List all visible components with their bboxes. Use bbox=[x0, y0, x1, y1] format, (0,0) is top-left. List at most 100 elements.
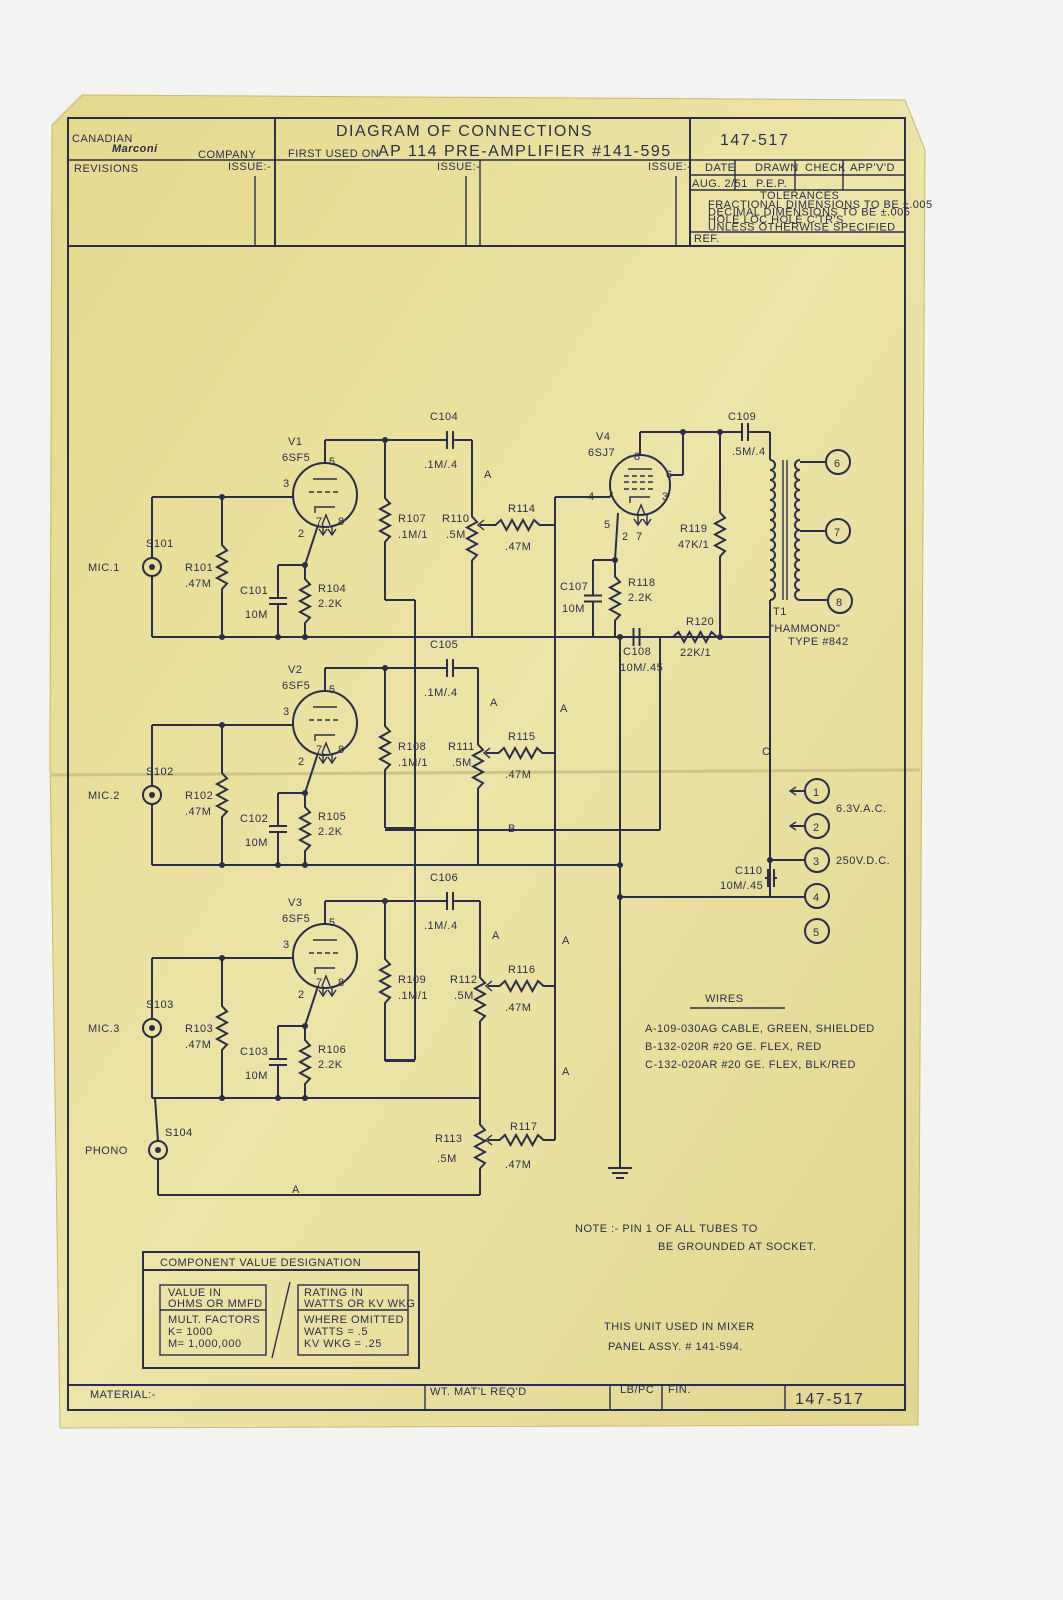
fold-crease bbox=[49, 768, 921, 777]
volume-potentiometer bbox=[472, 901, 488, 1098]
tolerance-line: UNLESS OTHERWISE SPECIFIED bbox=[708, 222, 896, 234]
paper-sheet bbox=[49, 94, 926, 1429]
issue-label: ISSUE:- bbox=[228, 161, 271, 173]
phono-mixing-resistor bbox=[488, 1132, 555, 1148]
tube-type: 6SF5 bbox=[282, 913, 310, 925]
tube-type: 6SF5 bbox=[282, 452, 310, 464]
input-label: MIC.1 bbox=[88, 562, 120, 574]
mixing-resistor bbox=[480, 517, 555, 533]
cathode-resistor bbox=[297, 793, 313, 865]
component-value: 10M bbox=[562, 603, 585, 615]
tolerances-label: TOLERANCES bbox=[760, 190, 839, 202]
value-box-title: COMPONENT VALUE DESIGNATION bbox=[160, 1257, 361, 1269]
wire-mark-a: A bbox=[484, 469, 492, 481]
lb-pc-label: LB/PC bbox=[620, 1384, 654, 1396]
plate-resistor bbox=[377, 901, 393, 1061]
tolerance-line: FRACTIONAL DIMENSIONS TO BE ±.005 bbox=[708, 199, 933, 211]
socket-label: S103 bbox=[146, 999, 174, 1011]
component-ref: C106 bbox=[430, 872, 458, 884]
value-box-text: VALUE IN bbox=[168, 1287, 221, 1299]
terminal-3-label: 3 bbox=[813, 856, 820, 868]
company-logo: Marconi bbox=[112, 143, 158, 155]
finish-label: FIN. bbox=[668, 1384, 691, 1396]
component-value: .5M/.4 bbox=[732, 446, 766, 458]
input-jack-center bbox=[149, 792, 155, 798]
wire-legend-item: B-132-020R #20 GE. FLEX, RED bbox=[645, 1041, 822, 1053]
component-value: .5M bbox=[452, 757, 472, 769]
material-label: MATERIAL:- bbox=[90, 1389, 156, 1401]
component-ref: C101 bbox=[240, 585, 268, 597]
wire-legend-item: C-132-020AR #20 GE. FLEX, BLK/RED bbox=[645, 1059, 856, 1071]
component-value: .47M bbox=[505, 1002, 531, 1014]
terminal-8-label: 8 bbox=[836, 597, 843, 609]
component-ref: C110 bbox=[735, 865, 762, 877]
wire-mark-a: A bbox=[562, 1066, 570, 1078]
check-label: CHECK bbox=[805, 162, 846, 174]
component-value: .5M bbox=[437, 1153, 457, 1165]
wires-title: WIRES bbox=[705, 993, 744, 1005]
input-label: MIC.3 bbox=[88, 1023, 120, 1035]
company-suffix: COMPANY bbox=[198, 149, 256, 161]
drawing-number: 147-517 bbox=[720, 132, 789, 149]
terminal-5-label: 5 bbox=[813, 927, 820, 939]
pin-label: 7 bbox=[316, 516, 323, 528]
component-ref: R120 bbox=[686, 616, 714, 628]
volume-potentiometer bbox=[464, 440, 480, 637]
tolerance-line: HOLE LOC HOLE C'TR'S bbox=[708, 214, 844, 226]
component-value: .1M/.4 bbox=[424, 687, 458, 699]
pin-label: 2 bbox=[298, 756, 305, 768]
tube-ref: V1 bbox=[288, 436, 302, 448]
volume-potentiometer bbox=[470, 668, 486, 865]
component-ref: C102 bbox=[240, 813, 268, 825]
junction-dot bbox=[717, 634, 723, 640]
wire-mark-c: C bbox=[762, 746, 770, 758]
junction-dot bbox=[275, 862, 281, 868]
cathode-resistor-v4 bbox=[607, 560, 623, 637]
tube-type: 6SF5 bbox=[282, 680, 310, 692]
pin-label: 2 bbox=[298, 528, 305, 540]
junction-dot bbox=[219, 634, 225, 640]
pin-label: 6 bbox=[666, 469, 673, 481]
component-ref: R103 bbox=[185, 1023, 213, 1035]
component-value: 47K/1 bbox=[678, 539, 709, 551]
input-jack-phono-center bbox=[155, 1147, 161, 1153]
drawing-border bbox=[67, 117, 906, 1411]
junction-dot bbox=[275, 634, 281, 640]
value-box-text: MULT. FACTORS bbox=[168, 1314, 260, 1326]
value-box-text: M= 1,000,000 bbox=[168, 1338, 242, 1350]
wire bbox=[614, 512, 619, 561]
tube-ref: V2 bbox=[288, 664, 302, 676]
component-value: .1M/1 bbox=[398, 757, 428, 769]
revisions-label: REVISIONS bbox=[74, 163, 138, 175]
decoupling-resistor bbox=[670, 629, 720, 645]
terminal-6 bbox=[825, 449, 851, 475]
drawn-value: P.E.P. bbox=[756, 178, 787, 190]
junction-dot bbox=[302, 634, 308, 640]
socket-label: S101 bbox=[146, 538, 174, 550]
component-value: .47M bbox=[505, 769, 531, 781]
terminal-4-label: 4 bbox=[813, 892, 820, 904]
value-box-text: K= 1000 bbox=[168, 1326, 213, 1338]
pin-label: 3 bbox=[283, 478, 290, 490]
pentode-tube-V4-heater bbox=[636, 503, 646, 516]
tube-type: 6SJ7 bbox=[588, 447, 615, 459]
tube-ref: V3 bbox=[288, 897, 302, 909]
terminal-6-label: 6 bbox=[834, 458, 841, 470]
drawing-subtitle: AP 114 PRE-AMPLIFIER #141-595 bbox=[378, 143, 672, 160]
phono-potentiometer bbox=[472, 1098, 488, 1195]
junction-dot bbox=[219, 862, 225, 868]
component-ref: R119 bbox=[680, 523, 707, 535]
triode-tube-V1-cathode bbox=[314, 506, 335, 513]
grid-resistor bbox=[214, 958, 230, 1098]
usage-text: THIS UNIT USED IN MIXER bbox=[604, 1321, 755, 1333]
transformer-make: "HAMMOND" bbox=[770, 623, 840, 635]
arrow bbox=[788, 821, 797, 831]
pin-label: 5 bbox=[329, 684, 336, 696]
triode-tube-V2-cathode bbox=[314, 734, 335, 741]
component-ref: R102 bbox=[185, 790, 213, 802]
pin-label: 8 bbox=[338, 744, 345, 756]
component-value: .47M bbox=[185, 806, 211, 818]
value-designation-box bbox=[142, 1251, 420, 1369]
input-jack-center bbox=[149, 1025, 155, 1031]
wire bbox=[609, 491, 613, 498]
